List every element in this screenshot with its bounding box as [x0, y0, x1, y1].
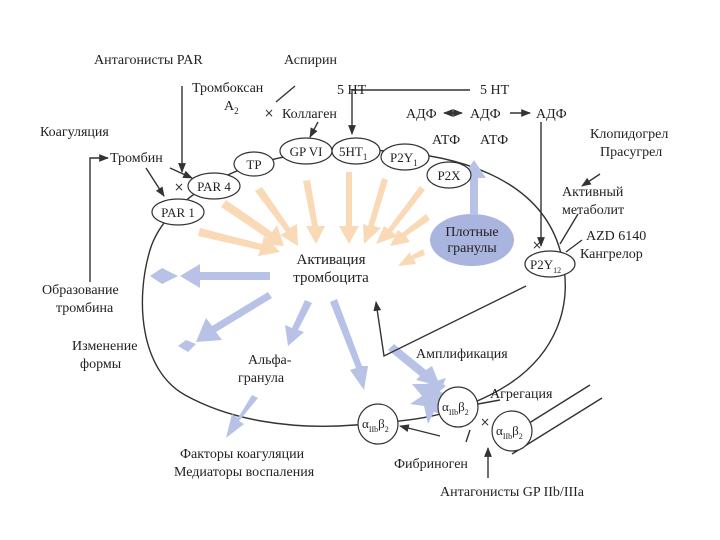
svg-text:×: ×: [174, 180, 184, 194]
thrombin-label: Тромбин: [110, 151, 163, 166]
receptor-p2y12: P2Y12: [524, 250, 576, 278]
svg-text:αIIbβ2: αIIbβ2: [496, 423, 523, 441]
dense-granules-label-2: гранулы: [447, 241, 497, 256]
atp-left-label: АТФ: [432, 133, 460, 148]
clopidogrel-label: Клопидогрел: [590, 127, 668, 142]
receptor-par1: PAR 1: [151, 198, 205, 226]
receptor-p2x: P2X: [426, 161, 472, 189]
svg-text:P2X: P2X: [437, 168, 461, 183]
adp-right-label: АДФ: [536, 107, 567, 122]
par-antagonists-label: Антагонисты PAR: [94, 53, 203, 68]
adp-mid-label: АДФ: [470, 107, 501, 122]
collagen-label: Коллаген: [282, 107, 337, 122]
coagulation-label: Коагуляция: [40, 125, 109, 140]
receptor-gpvi: GP VI: [279, 137, 333, 165]
integrin-inactive: αIIbβ2: [357, 403, 399, 445]
5ht-right-label: 5 HT: [480, 83, 510, 98]
receptor-p2y1: P2Y1: [380, 143, 430, 171]
adp-left-label: АДФ: [406, 107, 437, 122]
svg-text:αIIbβ2: αIIbβ2: [362, 416, 389, 434]
atp-right-label: АТФ: [480, 133, 508, 148]
receptor-par4: PAR 4: [187, 172, 241, 200]
svg-text:αIIbβ2: αIIbβ2: [442, 399, 469, 417]
prasugrel-label: Прасугрел: [600, 145, 662, 160]
activation-label-1: Активация: [296, 252, 365, 268]
shape-change-label-2: формы: [80, 357, 122, 372]
svg-text:P2Y12: P2Y12: [530, 257, 561, 275]
aggregation-label: Агрегация: [490, 387, 553, 402]
connectors: [89, 85, 601, 478]
thromboxane-a2-label: A2: [224, 99, 239, 116]
5ht-left-label: 5 HT: [337, 83, 367, 98]
integrin-adjacent: αIIbβ2: [491, 384, 603, 455]
svg-text:5HT1: 5HT1: [339, 144, 367, 162]
svg-text:PAR 4: PAR 4: [197, 179, 231, 194]
gp-antagonists-label: Антагонисты GP IIb/IIIa: [440, 485, 585, 500]
platelet-membrane: [141, 149, 566, 427]
azd-label: AZD 6140: [586, 229, 646, 244]
active-metabolite-label-1: Активный: [562, 185, 624, 200]
svg-text:PAR 1: PAR 1: [161, 205, 195, 220]
outcome-arrows: [150, 264, 446, 438]
dense-granules-label-1: Плотные: [445, 225, 498, 240]
inhibition-marks: × × × ×: [174, 106, 542, 429]
integrin-active: αIIbβ2: [410, 378, 479, 428]
alpha-granule-label-2: гранула: [238, 371, 285, 386]
active-metabolite-label-2: метаболит: [562, 203, 624, 218]
amplification-label: Амплификация: [416, 347, 508, 362]
svg-text:×: ×: [480, 415, 490, 429]
alpha-granule-label-1: Альфа-: [248, 353, 292, 368]
inflammation-mediators-label: Медиаторы воспаления: [174, 465, 315, 480]
shape-change-label-1: Изменение: [72, 339, 137, 354]
coag-factors-label: Факторы коагуляции: [180, 447, 305, 462]
fibrinogen-label: Фибриноген: [394, 457, 468, 472]
thrombin-formation-label-1: Образование: [42, 283, 119, 298]
thromboxane-label: Тромбоксан: [192, 81, 264, 96]
aspirin-label: Аспирин: [284, 53, 337, 68]
receptor-tp: TP: [233, 151, 275, 177]
receptor-5ht1: 5HT1: [331, 137, 381, 165]
activation-label-2: тромбоцита: [293, 270, 369, 286]
activation-arrows: [198, 172, 430, 266]
svg-text:×: ×: [264, 106, 274, 120]
svg-text:GP VI: GP VI: [290, 144, 323, 159]
cangrelor-label: Кангрелор: [580, 247, 643, 262]
thrombin-formation-label-2: тромбина: [56, 301, 114, 316]
svg-text:×: ×: [532, 238, 542, 252]
svg-text:P2Y1: P2Y1: [390, 150, 418, 168]
svg-text:TP: TP: [246, 157, 261, 172]
